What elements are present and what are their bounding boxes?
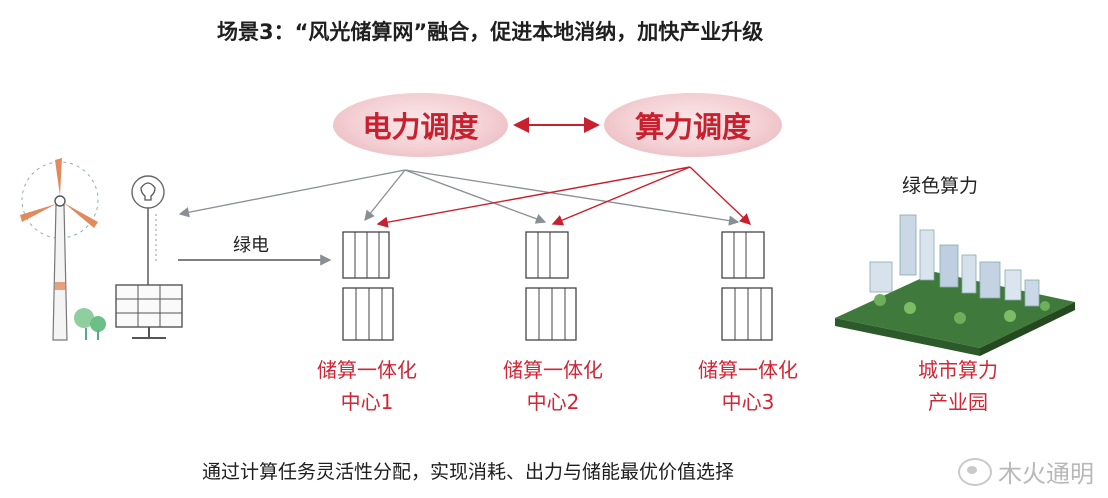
center1-label-line1: 储算一体化: [317, 358, 417, 382]
power-dispatch-bubble: 电力调度: [333, 93, 508, 157]
solar-panel-icon: [115, 284, 183, 339]
city-label: 城市算力 产业园: [878, 354, 1038, 418]
compute-to-center2-line: [551, 166, 691, 226]
lightbulb-icon: [131, 175, 165, 290]
center2-label-line2: 中心2: [526, 390, 580, 414]
center2-label-line1: 储算一体化: [503, 358, 603, 382]
weibo-logo-icon: [958, 457, 992, 486]
center3-label-line1: 储算一体化: [698, 358, 798, 382]
city-top-label: 绿色算力: [902, 175, 979, 197]
center2-rack-icon: [525, 231, 577, 341]
watermark-text: 木火通明: [998, 460, 1094, 488]
footer-caption: 通过计算任务灵活性分配，实现消耗、出力与储能最优价值选择: [202, 461, 735, 483]
city-label-line1: 城市算力: [918, 358, 998, 382]
center3-label-line2: 中心3: [721, 390, 775, 414]
city-label-line2: 产业园: [928, 390, 988, 414]
tree-icon: [74, 308, 106, 340]
center1-rack-icon: [342, 231, 394, 341]
center1-label-line2: 中心1: [340, 390, 394, 414]
compute-dispatch-bubble: 算力调度: [604, 93, 782, 157]
power-to-center3-line: [404, 169, 740, 226]
center1-label: 储算一体化 中心1: [287, 354, 447, 418]
watermark: 木火通明: [958, 454, 1094, 489]
page-title: 场景3：“风光储算网”融合，促进本地消纳，加快产业升级: [217, 20, 764, 44]
power-to-source-line: [178, 169, 406, 218]
wind-turbine-icon: [20, 158, 99, 341]
compute-to-center3-line: [689, 166, 752, 225]
power-to-center2-line: [404, 169, 547, 224]
compute-to-center1-line: [376, 166, 691, 228]
center3-rack-icon: [721, 231, 773, 341]
green-power-label: 绿电: [233, 235, 269, 256]
power-to-center1-line: [364, 169, 406, 222]
city-park-icon: [835, 214, 1075, 356]
center3-label: 储算一体化 中心3: [668, 354, 828, 418]
center2-label: 储算一体化 中心2: [473, 354, 633, 418]
